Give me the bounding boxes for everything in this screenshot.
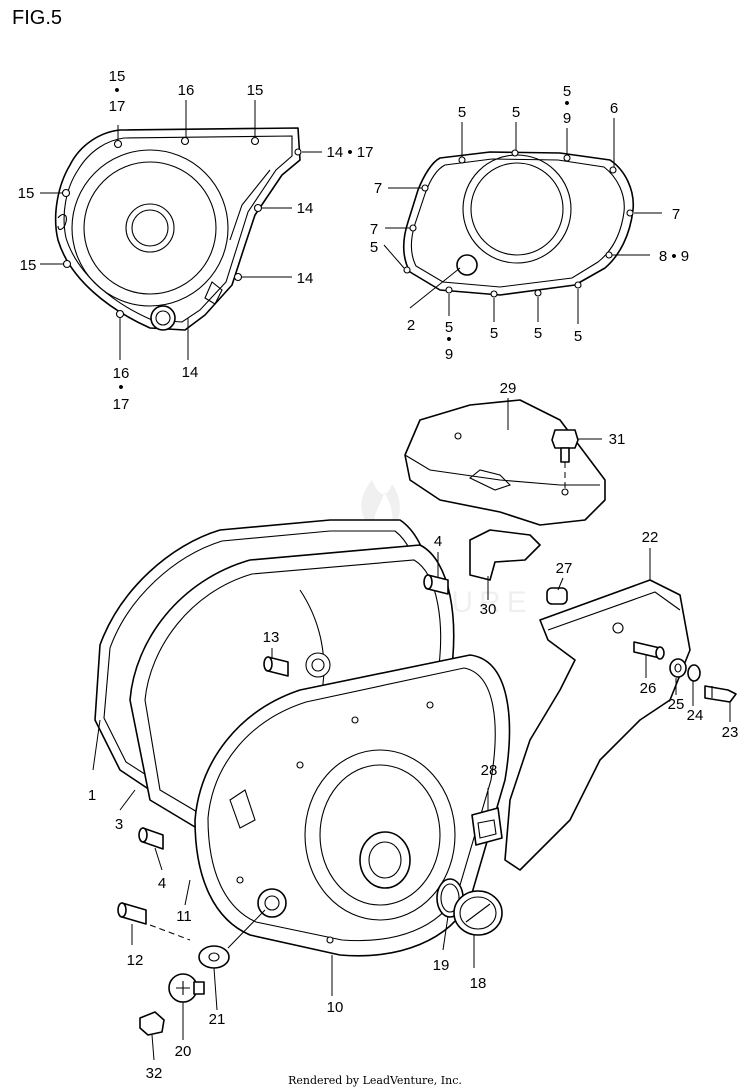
callout-15-17-a: 15 <box>109 68 126 85</box>
callout-22: 22 <box>642 529 659 546</box>
callout-18: 18 <box>470 975 487 992</box>
plug-20 <box>168 973 205 1003</box>
callout-16-top: 16 <box>178 82 195 99</box>
callout-25: 25 <box>668 696 685 713</box>
callout-11: 11 <box>176 908 192 925</box>
callout-21: 21 <box>209 1011 226 1028</box>
callout-14-17: 14 • 17 <box>327 144 374 161</box>
callout-16-17-b: • <box>118 379 123 396</box>
chain-cover <box>504 579 691 871</box>
bolt-23 <box>704 685 737 703</box>
generator-cover-leaders <box>40 100 322 360</box>
callout-15-left-2: 15 <box>20 257 37 274</box>
callout-7-a: 7 <box>374 180 382 197</box>
callout-5-9-bottom-c: 9 <box>445 346 453 363</box>
callout-8-9: 8 • 9 <box>659 248 689 265</box>
callout-19: 19 <box>433 957 450 974</box>
callout-14-a: 14 <box>297 200 314 217</box>
cover-bracket <box>469 529 541 581</box>
callout-7-right: 7 <box>672 206 680 223</box>
callout-23: 23 <box>722 724 739 741</box>
bolt-31 <box>551 429 579 463</box>
washer-24 <box>687 664 701 682</box>
callout-15-top: 15 <box>247 82 264 99</box>
callout-14-b: 14 <box>297 270 314 287</box>
callout-4-top: 4 <box>434 533 442 550</box>
callout-5-9-top-b: • <box>564 95 569 112</box>
callout-31: 31 <box>609 431 626 448</box>
callout-26: 26 <box>640 680 657 697</box>
callout-6: 6 <box>610 100 618 117</box>
callout-10: 10 <box>327 999 344 1016</box>
callout-5-b: 5 <box>512 104 520 121</box>
grommet-27 <box>546 587 568 605</box>
callout-28: 28 <box>481 762 498 779</box>
callout-5-9-bottom-a: 5 <box>445 319 453 336</box>
callout-2: 2 <box>407 317 415 334</box>
dowel-4-lower <box>138 827 164 850</box>
dowel-13 <box>263 656 289 677</box>
cap-32 <box>139 1011 165 1036</box>
callout-7-b: 7 <box>370 221 378 238</box>
callout-5-9-top-a: 5 <box>563 83 571 100</box>
callout-27: 27 <box>556 560 573 577</box>
callout-30: 30 <box>480 601 497 618</box>
callout-5-9-top-c: 9 <box>563 110 571 127</box>
callout-1: 1 <box>88 787 96 804</box>
callout-16-17-a: 16 <box>113 365 130 382</box>
clutch-cover-gasket <box>402 149 635 298</box>
clutch-gasket-leaders <box>383 118 662 324</box>
callout-14-bottom: 14 <box>182 364 199 381</box>
callout-5-d: 5 <box>534 325 542 342</box>
dowel-4-upper <box>423 574 449 595</box>
callout-16-17-c: 17 <box>113 396 130 413</box>
callout-32: 32 <box>146 1065 163 1082</box>
callout-5-e: 5 <box>574 328 582 345</box>
figure-title: FIG.5 <box>12 7 62 29</box>
callout-12: 12 <box>127 952 144 969</box>
callout-5-9-bottom-b: • <box>446 331 451 348</box>
cap-18 <box>453 890 503 936</box>
callout-labels: 15 • 17 16 15 14 • 17 15 14 15 14 16 • 1… <box>18 68 739 1082</box>
washer-25 <box>669 658 687 678</box>
callout-15-left-1: 15 <box>18 185 35 202</box>
top-cover-leaders <box>487 398 602 600</box>
footer-credit: Rendered by LeadVenture, Inc. <box>288 1074 462 1087</box>
callout-29: 29 <box>500 380 517 397</box>
plug-28 <box>471 807 503 846</box>
main-cover-leaders <box>92 552 489 1061</box>
callout-15-17-c: 17 <box>109 98 126 115</box>
callout-24: 24 <box>687 707 704 724</box>
callout-20: 20 <box>175 1043 192 1060</box>
chain-cover-leaders <box>557 548 731 722</box>
collar-26 <box>633 641 665 660</box>
top-cover <box>404 399 606 526</box>
callout-13: 13 <box>263 629 280 646</box>
callout-15-17-b: • <box>114 82 119 99</box>
dowel-12 <box>117 902 147 925</box>
callout-5-c: 5 <box>490 325 498 342</box>
callout-3: 3 <box>115 816 123 833</box>
washer-21 <box>198 945 230 969</box>
clutch-cover-10 <box>194 654 511 957</box>
callout-4-bottom: 4 <box>158 875 166 892</box>
callout-5-left: 5 <box>370 239 378 256</box>
callout-5-a: 5 <box>458 104 466 121</box>
generator-cover <box>54 127 302 331</box>
